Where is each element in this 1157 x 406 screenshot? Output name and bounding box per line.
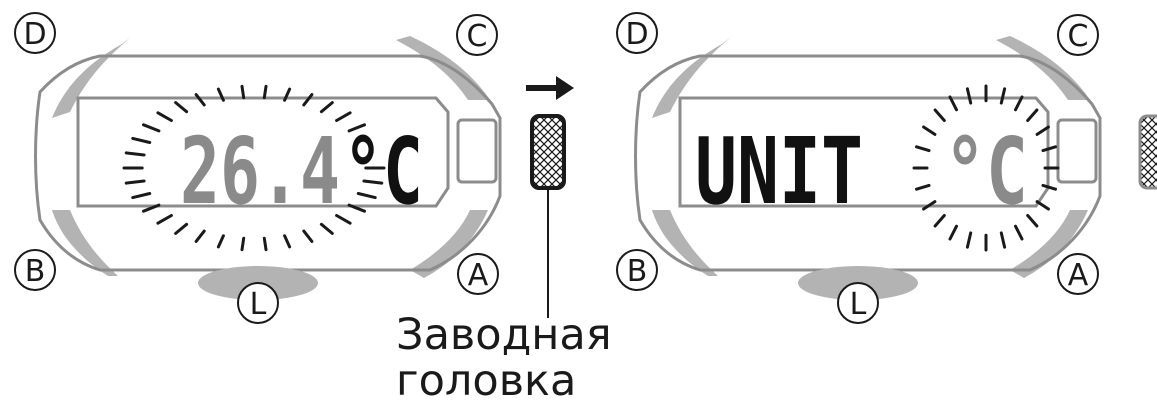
crown-caption: Заводная головка (396, 312, 616, 404)
flash-ray (999, 231, 1007, 249)
flash-ray (319, 101, 334, 114)
flash-ray (216, 234, 225, 249)
flash-ray (1026, 214, 1039, 228)
button-b-label: B (616, 249, 658, 291)
button-a-label: A (1057, 253, 1099, 295)
flash-ray (1014, 95, 1024, 112)
flash-ray (174, 222, 189, 235)
bezel-lower-right (410, 210, 488, 278)
flash-ray (999, 87, 1007, 105)
button-a-label: A (457, 253, 499, 295)
flash-ray (131, 136, 152, 144)
flash-ray (142, 123, 161, 133)
flash-ray (965, 231, 973, 249)
flash-ray (142, 203, 161, 213)
flash-ray (283, 234, 292, 249)
flash-ray (302, 93, 314, 107)
flash-ray (933, 214, 946, 228)
button-c-label: C (456, 14, 498, 56)
flash-ray (131, 192, 152, 200)
flash-ray (362, 179, 384, 185)
svg-text:A: A (1068, 258, 1089, 293)
flash-ray (347, 123, 366, 133)
svg-text:B: B (25, 254, 46, 289)
svg-text:C: C (1068, 19, 1089, 54)
bezel-lower-left (52, 210, 118, 276)
button-c-label: C (1057, 14, 1099, 56)
flash-ray (335, 111, 352, 122)
bezel-upper-left (652, 36, 732, 118)
flash-ray (283, 87, 292, 102)
crown-icon (1138, 114, 1157, 190)
flash-ray (156, 111, 173, 122)
flash-ray (174, 101, 189, 114)
temperature-unit: °C (343, 118, 423, 225)
flash-ray (262, 84, 268, 100)
flash-ray (922, 125, 937, 136)
svg-text:D: D (23, 17, 46, 52)
flash-ray (319, 222, 334, 235)
watch-case (634, 54, 1102, 272)
unit-word: UNIT (695, 118, 863, 225)
flash-ray (124, 179, 146, 185)
stem-housing (456, 118, 498, 184)
left-watch: 26.4 °C D C B A L (14, 12, 502, 324)
flash-ray (965, 87, 973, 105)
flash-ray (240, 236, 246, 252)
flash-rays-icon (122, 84, 386, 252)
flash-ray (216, 87, 225, 102)
flash-ray (1041, 183, 1057, 191)
lcd-frame (76, 96, 450, 208)
flash-ray (1035, 200, 1050, 211)
flash-ray (240, 84, 246, 100)
svg-text:A: A (468, 258, 489, 293)
flash-ray (356, 192, 377, 200)
flash-ray (948, 95, 958, 112)
svg-text:B: B (627, 254, 648, 289)
right-watch: UNIT °C D C B A L (616, 12, 1157, 324)
right-arrow-icon (526, 76, 574, 100)
button-l-label: L (237, 282, 279, 324)
flash-ray (124, 151, 146, 157)
crown-caption-line1: Заводная (396, 310, 612, 360)
stem-housing (1056, 118, 1098, 184)
svg-text:C: C (467, 19, 488, 54)
svg-text:D: D (625, 17, 648, 52)
temperature-value: 26.4 (180, 118, 340, 225)
flash-ray (922, 200, 937, 211)
flash-ray (302, 229, 314, 243)
button-d-label: D (616, 12, 658, 54)
flash-ray (933, 108, 946, 122)
button-l-label: L (837, 282, 879, 324)
crown-icon (530, 114, 566, 190)
flash-ray (194, 229, 206, 243)
button-b-label: B (14, 249, 56, 291)
bezel-lower-right (1010, 210, 1088, 278)
watch-case (34, 54, 502, 272)
flash-rays-icon (912, 84, 1060, 252)
svg-text:L: L (850, 287, 867, 322)
svg-text:L: L (250, 287, 267, 322)
crown-caption-line2: головка (396, 356, 577, 406)
flash-ray (915, 183, 931, 191)
flash-ray (915, 145, 931, 153)
flash-ray (948, 224, 958, 241)
flash-ray (1026, 108, 1039, 122)
flash-ray (1041, 145, 1057, 153)
unit-symbol: °C (944, 118, 1028, 225)
button-d-label: D (14, 12, 56, 54)
crown-pull-indicator (526, 76, 574, 318)
flash-ray (1014, 224, 1024, 241)
bezel-upper-right (396, 36, 490, 100)
flash-ray (156, 214, 173, 225)
flash-ray (194, 93, 206, 107)
flash-ray (347, 203, 366, 213)
bezel-upper-left (52, 36, 132, 118)
flash-ray (335, 214, 352, 225)
flash-ray (1035, 125, 1050, 136)
bezel-lower-left (652, 210, 718, 276)
flash-ray (262, 236, 268, 252)
bezel-upper-right (996, 36, 1090, 100)
